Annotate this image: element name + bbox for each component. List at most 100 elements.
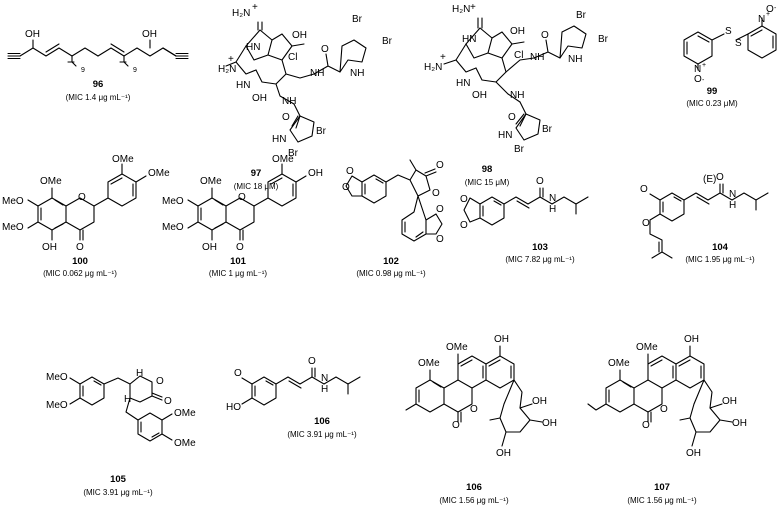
atom-n: N bbox=[729, 189, 736, 200]
atom-hn: HN bbox=[246, 42, 260, 53]
atom-br: Br bbox=[382, 36, 393, 47]
atom-nh: NH bbox=[568, 54, 582, 65]
compound-number: 107 bbox=[654, 482, 670, 493]
atom-h2n: H₂N bbox=[218, 64, 236, 75]
atom-oh: OH bbox=[542, 418, 557, 429]
atom-o: O bbox=[321, 44, 329, 55]
atom-meo: MeO bbox=[2, 196, 24, 207]
compound-106b: OMe OH OMe O O OH OH OH 106 (MIC 1.56 μg… bbox=[405, 334, 557, 505]
charge-plus: + bbox=[470, 2, 476, 13]
atom-o: O bbox=[436, 234, 444, 245]
mic-value: (MIC 15 μM) bbox=[465, 178, 510, 187]
atom-ome: OMe bbox=[446, 342, 468, 353]
atom-oh: OH bbox=[494, 334, 509, 345]
charge-plus: + bbox=[440, 52, 446, 63]
compound-97: H₂N + HN H₂N + HN OH OH Cl NH O Br Br NH… bbox=[218, 2, 393, 191]
atom-ome: OMe bbox=[148, 168, 170, 179]
atom-o: O bbox=[470, 404, 478, 415]
compound-98: + H₂N HN H₂N + HN OH OH Cl NH O Br Br NH… bbox=[424, 2, 609, 187]
atom-s: S bbox=[725, 26, 732, 37]
charge-plus: + bbox=[228, 54, 234, 65]
atom-n: N bbox=[321, 373, 328, 384]
mic-value: (MIC 1.56 μg mL⁻¹) bbox=[627, 496, 697, 505]
atom-oh: OH bbox=[510, 26, 525, 37]
atom-o: O bbox=[660, 404, 668, 415]
compound-106a: O HO O H N 106 (MIC 3.91 μg mL⁻¹) bbox=[226, 356, 361, 439]
atom-o: O bbox=[640, 184, 648, 195]
compound-103: O O O H N 103 (MIC 7.82 μg mL⁻¹) bbox=[460, 176, 589, 264]
atom-ome: OMe bbox=[112, 154, 134, 165]
atom-h2n: H₂N bbox=[424, 62, 442, 73]
atom-h: H bbox=[321, 384, 328, 395]
atom-o: O bbox=[436, 204, 444, 215]
atom-hn: HN bbox=[272, 134, 286, 145]
atom-ome: OMe bbox=[636, 342, 658, 353]
atom-o: O bbox=[642, 218, 650, 229]
atom-oh: OH bbox=[532, 396, 547, 407]
atom-o: O bbox=[694, 74, 702, 85]
atom-nh: NH bbox=[530, 52, 544, 63]
atom-o: O bbox=[460, 220, 468, 231]
atom-h: H bbox=[136, 368, 143, 379]
atom-o: O bbox=[541, 30, 549, 41]
atom-hn: HN bbox=[498, 130, 512, 141]
atom-oh: OH bbox=[684, 334, 699, 345]
charge-minus: - bbox=[774, 5, 777, 12]
atom-h2n: H₂N bbox=[232, 8, 250, 19]
compound-number: 99 bbox=[707, 86, 718, 97]
atom-ome: OMe bbox=[608, 358, 630, 369]
charge-minus: - bbox=[702, 77, 705, 84]
atom-o: O bbox=[452, 420, 460, 431]
compound-101: OMe MeO MeO OH O O OMe OH 101 (MIC 1 μg … bbox=[162, 154, 323, 278]
atom-ome: OMe bbox=[174, 408, 196, 419]
compound-number: 105 bbox=[110, 474, 127, 485]
compound-number: 103 bbox=[532, 242, 548, 253]
compound-number: 96 bbox=[93, 79, 104, 90]
atom-o: O bbox=[76, 242, 84, 253]
mic-value: (MIC 1.95 μg mL⁻¹) bbox=[685, 255, 755, 264]
atom-ome: OMe bbox=[174, 438, 196, 449]
atom-oh: OH bbox=[292, 30, 307, 41]
stereo-e: (E) bbox=[703, 174, 716, 185]
atom-o: O bbox=[282, 112, 290, 123]
mic-value: (MIC 1.56 μg mL⁻¹) bbox=[439, 496, 509, 505]
compound-105: MeO MeO H H O O OMe OMe 105 (MIC 3.91 μg… bbox=[46, 368, 196, 497]
atom-ho: HO bbox=[226, 402, 241, 413]
atom-br: Br bbox=[352, 14, 363, 25]
atom-o: O bbox=[508, 112, 516, 123]
atom-br: Br bbox=[576, 10, 587, 21]
atom-o: O bbox=[436, 160, 444, 171]
atom-meo: MeO bbox=[162, 222, 184, 233]
mic-value: (MIC 0.98 μg mL⁻¹) bbox=[356, 269, 426, 278]
atom-o: O bbox=[238, 192, 246, 203]
atom-nh: NH bbox=[310, 68, 324, 79]
atom-o: O bbox=[308, 356, 316, 367]
mic-value: (MIC 3.91 μg mL⁻¹) bbox=[83, 488, 153, 497]
atom-o: O bbox=[164, 396, 172, 407]
atom-oh: OH bbox=[202, 242, 217, 253]
charge-plus: + bbox=[702, 62, 706, 69]
atom-hn: HN bbox=[462, 34, 476, 45]
atom-h: H bbox=[124, 394, 131, 405]
atom-oh: OH bbox=[42, 242, 57, 253]
mic-value: (MIC 7.82 μg mL⁻¹) bbox=[505, 255, 575, 264]
atom-o: O bbox=[766, 4, 774, 15]
mic-value: (MIC 1 μg mL⁻¹) bbox=[209, 269, 268, 278]
atom-o: O bbox=[234, 368, 242, 379]
atom-br: Br bbox=[542, 124, 553, 135]
atom-oh: OH bbox=[472, 90, 487, 101]
atom-h2n: H₂N bbox=[452, 4, 470, 15]
atom-o: O bbox=[346, 166, 354, 177]
atom-n: N bbox=[549, 193, 556, 204]
atom-hn: HN bbox=[456, 78, 470, 89]
atom-oh: OH bbox=[732, 418, 747, 429]
atom-oh: OH bbox=[722, 396, 737, 407]
compound-102: O O O O O O 102 (MIC 0.98 μg mL⁻¹) bbox=[342, 159, 444, 278]
atom-h: H bbox=[549, 204, 556, 215]
compound-number: 104 bbox=[712, 242, 729, 253]
atom-ome: OMe bbox=[272, 154, 294, 165]
atom-br: Br bbox=[598, 34, 609, 45]
atom-o: O bbox=[432, 188, 440, 199]
atom-o: O bbox=[156, 376, 164, 387]
